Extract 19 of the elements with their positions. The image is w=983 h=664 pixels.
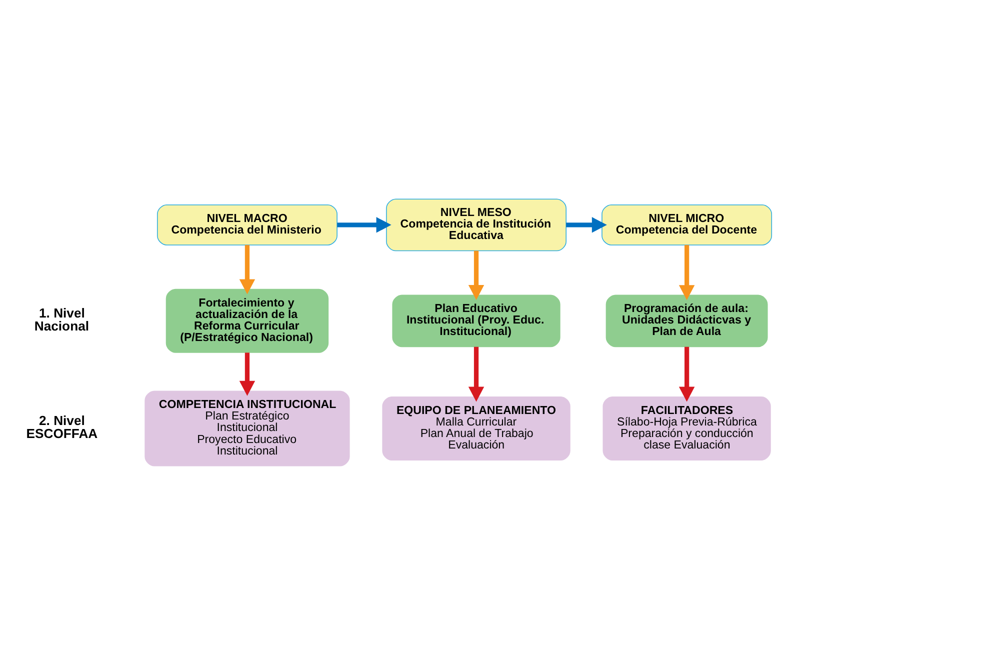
node-box: EQUIPO DE PLANEAMIENTO Malla Curricular Plan Anual de Trabajo Evaluación [382,396,570,460]
node-box: FACILITADORES Sílabo-Hoja Previa-Rúbrica Preparación y conducción clase Evaluación [602,396,771,460]
node-box: Programación de aula: Unidades Didácticvas y Plan de Aula [606,294,768,347]
arrow [239,244,256,294]
arrow [566,216,607,232]
arrow [239,352,256,396]
node-box: Fortalecimiento y actualización de la Reforma Curricular (P/Estratégico Nacional) [166,288,329,352]
arrow [337,216,392,232]
label: 2. Nivel ESCOFFAA [26,412,98,441]
arrow [678,244,695,300]
label: 1. Nivel Nacional [34,305,90,334]
arrow [678,346,695,402]
node-box: NIVEL MACRO Competencia del Ministerio [157,204,338,245]
node-box: Plan Educativo Institucional (Proy. Educ. Institucional) [392,294,560,347]
node-box: NIVEL MICRO Competencia del Docente [602,204,772,245]
arrow [468,250,484,300]
node-box: NIVEL MESO Competencia de Institución Educativa [386,198,566,251]
node-box: COMPETENCIA INSTITUCIONAL Plan Estratégico Institucional Proyecto Educativo Institucional [144,390,350,466]
arrow [468,346,484,402]
